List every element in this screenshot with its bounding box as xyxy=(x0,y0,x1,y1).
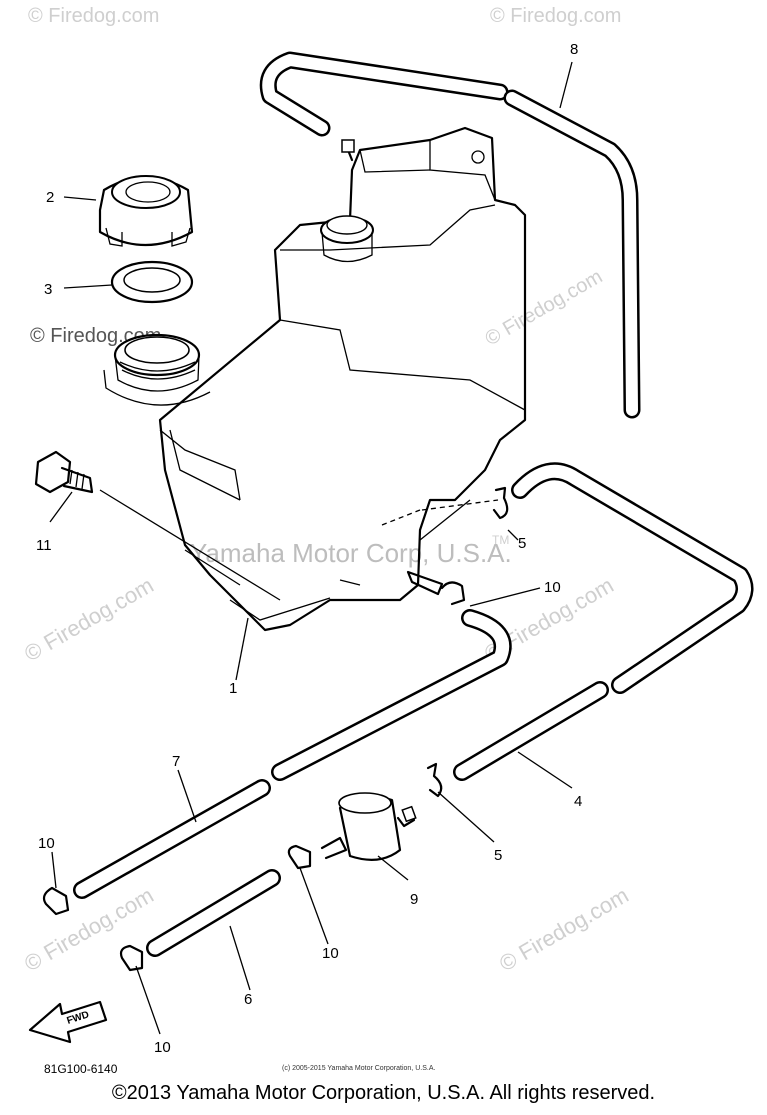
hose-4 xyxy=(453,462,754,781)
hose-6 xyxy=(146,869,281,957)
clip-10-c xyxy=(119,944,144,972)
bolt-11 xyxy=(34,450,94,494)
callout-1: 1 xyxy=(229,680,237,697)
dashed-guide xyxy=(421,499,499,511)
clip-10-a xyxy=(42,886,70,916)
watermark-firedog: © Firedog.com xyxy=(28,5,159,27)
clip-5-lower xyxy=(426,762,443,798)
callout-11: 11 xyxy=(36,537,52,554)
copyright-notice: ©2013 Yamaha Motor Corporation, U.S.A. A… xyxy=(111,1082,656,1104)
callout-10-middle: 10 xyxy=(322,945,339,962)
callout-5-lower: 5 xyxy=(494,847,502,864)
filter-9 xyxy=(320,792,417,861)
watermark-firedog: © Firedog.com xyxy=(20,882,158,976)
callout-4: 4 xyxy=(574,793,582,810)
forward-arrow: FWD xyxy=(28,1000,108,1044)
watermark-firedog: © Firedog.com xyxy=(20,572,158,666)
filler-neck xyxy=(103,333,211,406)
callout-10-tank: 10 xyxy=(544,579,561,596)
upper-neck xyxy=(320,139,374,263)
callout-5-upper: 5 xyxy=(518,535,526,552)
hose-7 xyxy=(73,609,512,899)
small-credit: (c) 2005-2015 Yamaha Motor Corporation, … xyxy=(282,1065,436,1072)
callout-10-left: 10 xyxy=(38,835,55,852)
seal-ring xyxy=(110,260,194,304)
callout-9: 9 xyxy=(410,891,418,908)
callout-2: 2 xyxy=(46,189,54,206)
leader-11 xyxy=(99,489,281,601)
reservoir-tank xyxy=(158,126,527,632)
callout-8: 8 xyxy=(570,41,578,58)
watermark-firedog: © Firedog.com xyxy=(482,266,607,351)
watermark-firedog: © Firedog.com xyxy=(490,5,621,27)
callout-7: 7 xyxy=(172,753,180,770)
watermark-group: © Firedog.com © Firedog.com © Firedog.co… xyxy=(20,5,633,976)
callout-10-bottom: 10 xyxy=(154,1039,171,1056)
outlet-pipe xyxy=(406,570,466,606)
callout-3: 3 xyxy=(44,281,52,298)
hose-8 xyxy=(259,51,641,419)
callout-6: 6 xyxy=(244,991,252,1008)
radiator-cap xyxy=(98,175,194,247)
clip-5-upper xyxy=(492,486,509,520)
leader-lines xyxy=(49,61,573,1035)
watermark-yamaha: Yamaha Motor Corp, U.S.A. xyxy=(190,538,512,568)
callout-labels: 1 2 3 4 5 5 6 7 8 9 10 10 10 10 10 11 xyxy=(36,41,582,1056)
clip-10-b xyxy=(287,844,312,870)
watermark-firedog: © Firedog.com xyxy=(495,882,633,976)
watermark-tm: TM xyxy=(492,533,509,547)
dashed-guide xyxy=(381,509,421,526)
diagram-code: 81G100-6140 xyxy=(44,1062,118,1076)
